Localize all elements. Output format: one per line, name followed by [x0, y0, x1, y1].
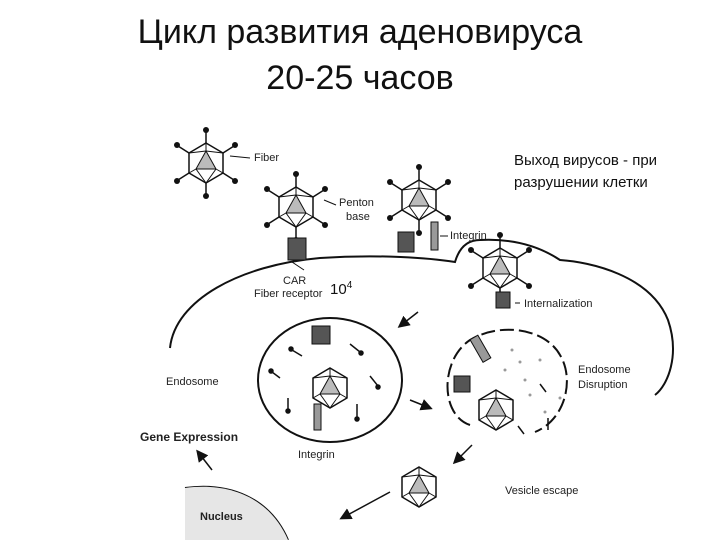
- nucleus-fill: [185, 486, 288, 540]
- free-virion-icon: [173, 126, 239, 200]
- label-nucleus: Nucleus: [200, 511, 243, 523]
- endosome-left: [257, 317, 403, 443]
- label-car: CAR: [283, 275, 306, 287]
- endosome-capsid-icon: [312, 367, 348, 409]
- page-number-main: 10: [330, 281, 347, 298]
- integrin-top-icon: [430, 221, 439, 251]
- page-number-sup: 4: [346, 280, 353, 291]
- disruption-particles: [503, 348, 562, 414]
- label-penton-base-1: Penton: [339, 197, 374, 209]
- car-receptor-icon: [287, 237, 307, 261]
- integrin-binding-virion-icon: [386, 163, 452, 237]
- endosome-receptor-icon: [311, 325, 331, 345]
- label-vesicle-escape: Vesicle escape: [505, 485, 578, 497]
- arrow-vesicle-escape: [452, 444, 473, 465]
- receptor-block-icon: [397, 231, 415, 253]
- disruption-receptor-icon: [453, 375, 471, 393]
- attaching-virion-icon: [263, 170, 329, 244]
- virus-release-caption: Выход вирусов - при разрушении клетки: [514, 150, 657, 194]
- label-integrin-top: Integrin: [450, 230, 487, 242]
- page-number: 104: [330, 280, 352, 298]
- escaped-capsid-icon: [401, 466, 437, 508]
- arrow-to-nucleus: [339, 491, 391, 520]
- label-internalization: Internalization: [524, 298, 593, 310]
- arrow-to-disruption: [409, 399, 433, 411]
- label-fiber: Fiber: [254, 152, 279, 164]
- arrow-gene-expression: [196, 449, 213, 471]
- free-fibers-left: [268, 343, 381, 422]
- label-endosome: Endosome: [166, 376, 219, 388]
- label-integrin-bottom: Integrin: [298, 449, 335, 461]
- title-line-1: Цикл развития аденовируса: [137, 13, 583, 51]
- title-line-2: 20-25 часов: [266, 59, 454, 97]
- cell-membrane: [169, 238, 674, 396]
- label-endosome-disruption-1: Endosome: [578, 364, 631, 376]
- free-fibers-right: [517, 383, 549, 435]
- disruption-capsid-icon: [478, 389, 514, 431]
- label-penton-base-2: base: [346, 211, 370, 223]
- caption-line-1: Выход вирусов - при: [514, 152, 658, 169]
- arrow-internalization: [397, 311, 419, 328]
- label-gene-expression: Gene Expression: [140, 430, 238, 444]
- endosome-disrupting: [446, 328, 568, 433]
- label-car-fiber-receptor: Fiber receptor: [254, 288, 323, 300]
- disruption-integrin-icon: [469, 334, 492, 363]
- internalizing-receptor-icon: [495, 291, 511, 309]
- endosome-integrin-icon: [313, 403, 322, 431]
- caption-line-2: разрушении клетки: [514, 174, 648, 191]
- label-endosome-disruption-2: Disruption: [578, 379, 628, 391]
